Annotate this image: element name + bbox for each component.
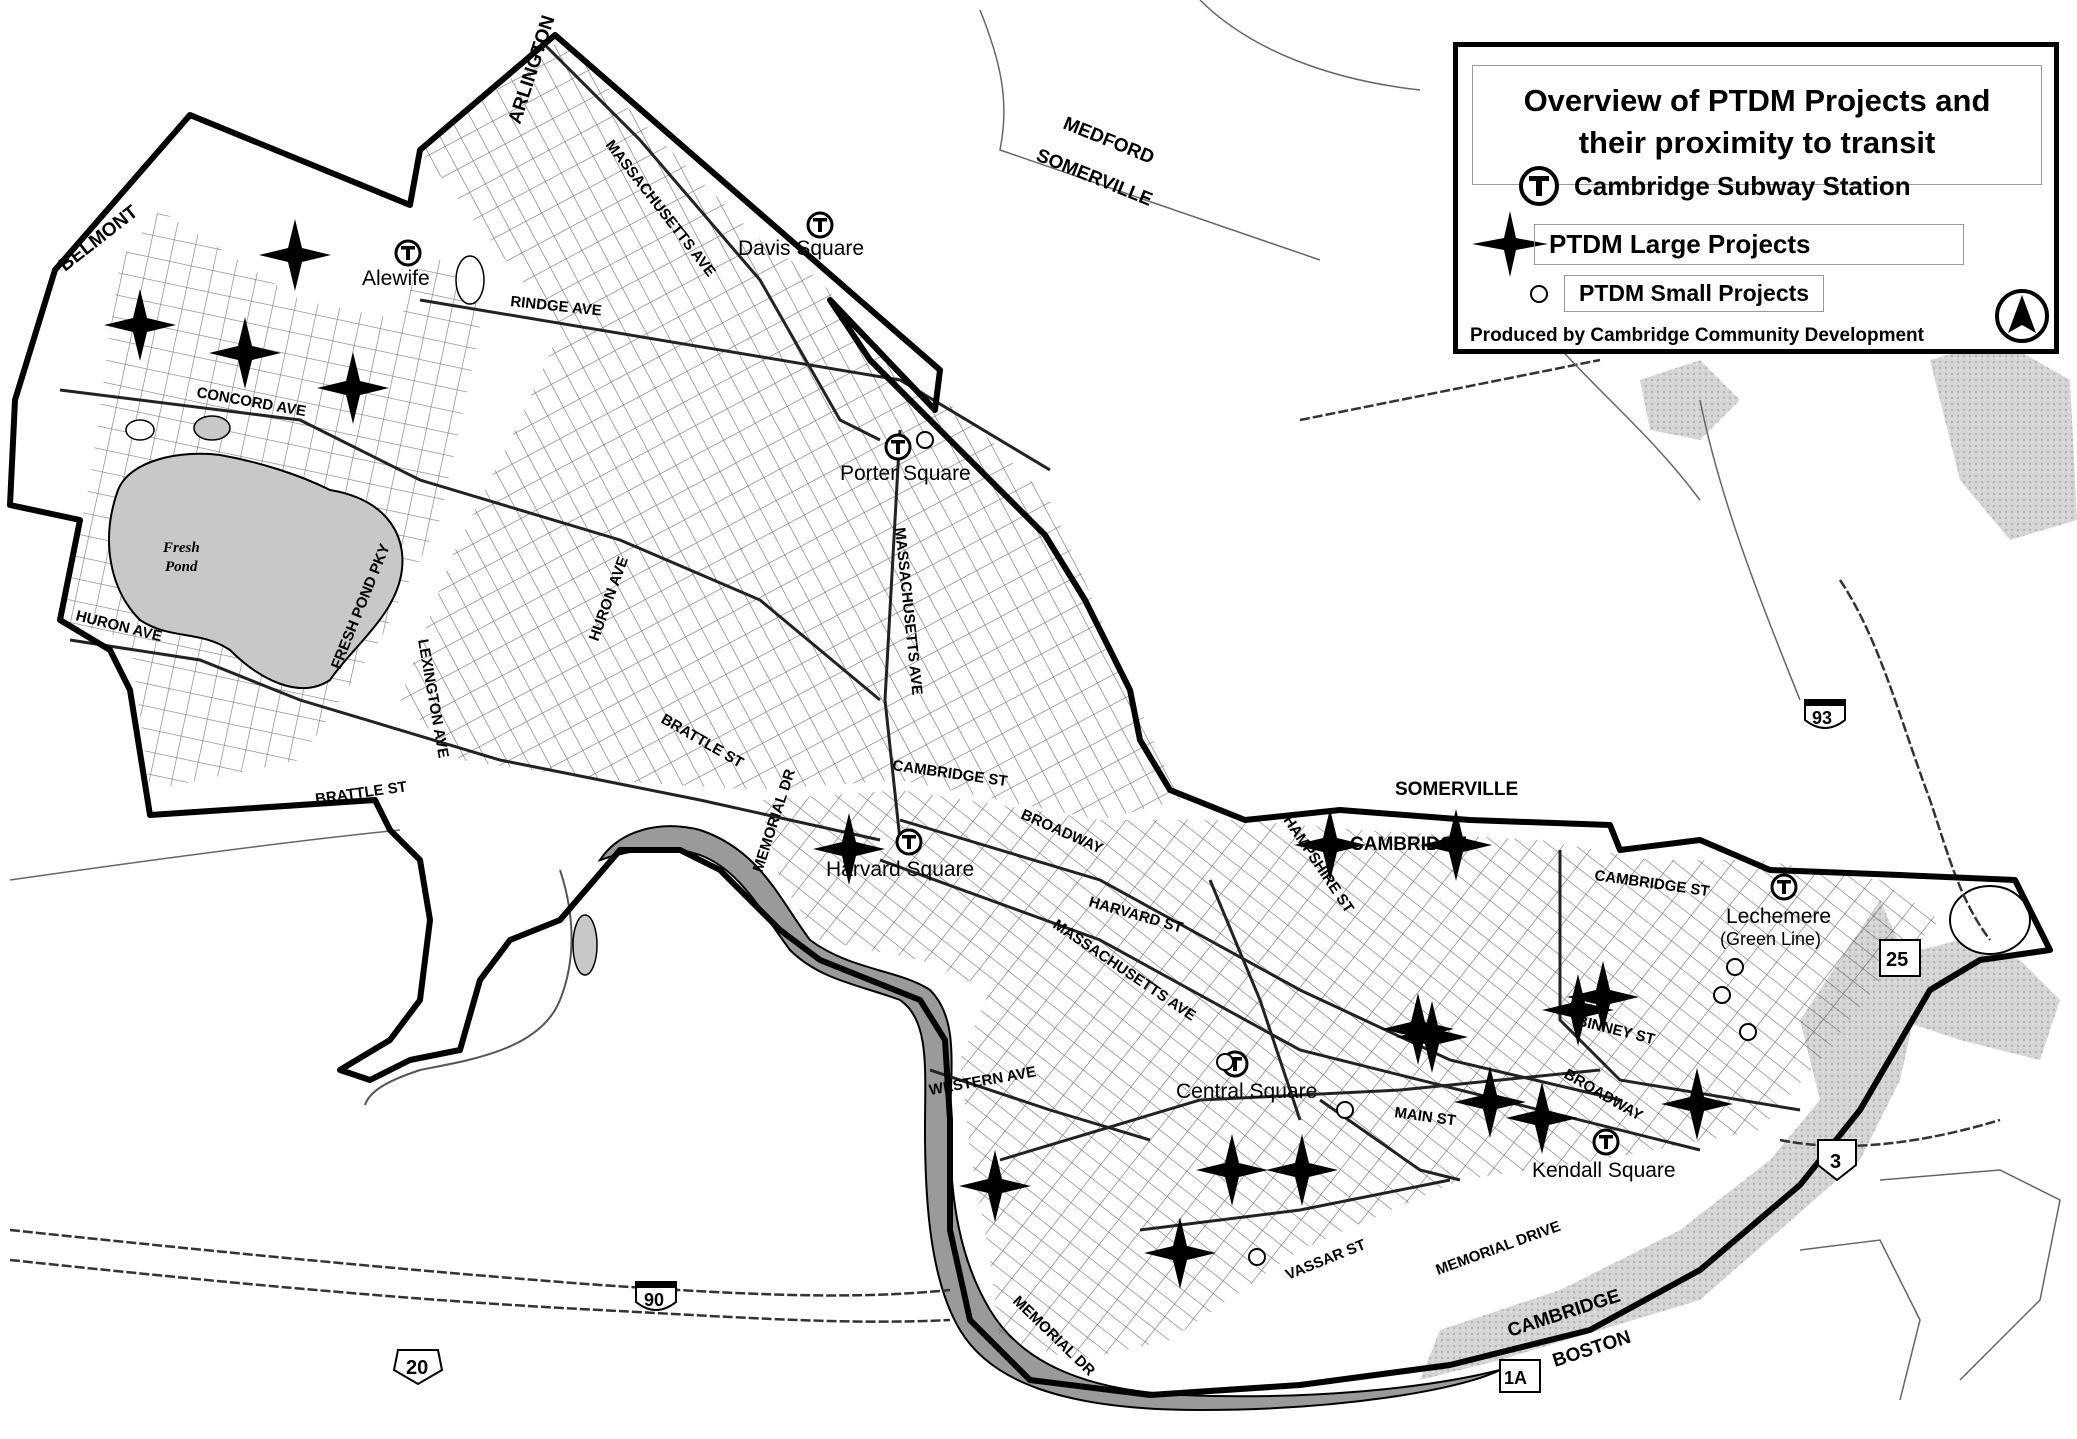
- station-label-porter: Porter Square: [840, 462, 971, 485]
- svg-text:20: 20: [406, 1357, 428, 1379]
- large-project-star-8: [1396, 1001, 1468, 1073]
- small-project-circle-6: [1216, 1053, 1234, 1071]
- large-project-star-0: [259, 219, 331, 291]
- legend-large-label: PTDM Large Projects: [1534, 223, 1964, 265]
- legend-title-line2: their proximity to transit: [1578, 125, 1936, 160]
- station-label-alewife: Alewife: [362, 267, 430, 290]
- large-project-star-5: [1294, 809, 1366, 881]
- large-project-star-7: [1382, 993, 1454, 1065]
- legend-title-line1: Overview of PTDM Projects and: [1523, 83, 1991, 118]
- small-project-circle-5: [1248, 1248, 1266, 1266]
- legend-subway-label: Cambridge Subway Station: [1574, 170, 1911, 201]
- large-project-star-15: [1266, 1134, 1338, 1206]
- large-project-star-6: [1420, 809, 1492, 881]
- major-roads: [59, 38, 1801, 1232]
- subway-station-1: [806, 211, 834, 239]
- shield-rt25: 25: [1879, 939, 1921, 977]
- shield-i93: 93: [1804, 699, 1846, 729]
- shield-rt3: 3: [1817, 1139, 1857, 1182]
- street-memorial-drive: MEMORIAL DRIVE: [1434, 1218, 1563, 1279]
- large-project-star-4: [813, 813, 885, 885]
- small-project-circle-2: [1726, 958, 1744, 976]
- small-project-circle-3: [1713, 986, 1731, 1004]
- large-project-star-3: [317, 352, 389, 424]
- north-arrow-icon: [1993, 287, 2051, 350]
- river-bank: [364, 869, 573, 1106]
- small-project-circle-4: [1739, 1023, 1757, 1041]
- station-label-lechemere: Lechemere: [1726, 905, 1831, 928]
- legend-large-row: PTDM Large Projects: [1470, 209, 1964, 279]
- legend-subway-row: Cambridge Subway Station: [1518, 165, 1911, 207]
- large-project-star-2: [209, 317, 281, 389]
- large-project-star-12: [1506, 1082, 1578, 1154]
- svg-text:3: 3: [1830, 1151, 1841, 1173]
- city-boundary: [7, 32, 2053, 1398]
- svg-text:25: 25: [1886, 949, 1908, 971]
- subway-station-5: [1592, 1128, 1620, 1156]
- station-label-central: Central Square: [1176, 1080, 1317, 1103]
- legend-credit: Produced by Cambridge Community Developm…: [1470, 325, 1924, 346]
- svg-text:1A: 1A: [1504, 1368, 1527, 1388]
- large-project-star-17: [1144, 1217, 1216, 1289]
- large-project-star-10: [1567, 961, 1639, 1033]
- large-project-star-13: [1661, 1068, 1733, 1140]
- station-label-lechemere-2: (Green Line): [1720, 929, 1821, 949]
- small-project-circle-icon: [1530, 284, 1548, 303]
- map-legend: Overview of PTDM Projects and their prox…: [1453, 42, 2059, 354]
- ptdm-small-projects: [916, 431, 1757, 1266]
- legend-small-row: PTDM Small Projects: [1528, 275, 1825, 312]
- route-shields: 90 93 20 3 25 1A: [392, 699, 1921, 1393]
- station-label-harvard: Harvard Square: [826, 858, 974, 881]
- large-project-star-14: [1196, 1134, 1268, 1206]
- fresh-pond-label-2: Pond: [165, 559, 198, 575]
- subway-station-2: [884, 433, 912, 461]
- highways: [9, 358, 2001, 1323]
- subway-t-icon: [1519, 166, 1559, 206]
- town-cambridge-east: CAMBRIDGE: [1350, 834, 1467, 855]
- station-labels: Alewife Davis Square Porter Square Harva…: [362, 237, 1831, 1182]
- town-somerville-east: SOMERVILLE: [1395, 779, 1518, 800]
- large-project-star-11: [1454, 1066, 1526, 1138]
- ponds: [108, 255, 2031, 976]
- station-label-kendall: Kendall Square: [1532, 1159, 1676, 1182]
- large-project-star-1: [104, 289, 176, 361]
- subway-station-0: [394, 239, 422, 267]
- legend-title: Overview of PTDM Projects and their prox…: [1472, 65, 2042, 185]
- station-label-davis: Davis Square: [738, 237, 864, 260]
- subway-station-3: [895, 828, 923, 856]
- large-project-star-16: [959, 1150, 1031, 1222]
- svg-text:90: 90: [644, 1290, 664, 1310]
- small-project-circle-0: [916, 431, 934, 449]
- small-project-circle-1: [1336, 1101, 1354, 1119]
- shield-us20: 20: [392, 1349, 444, 1386]
- subway-station-6: [1770, 873, 1798, 901]
- shield-rt1a: 1A: [1499, 1359, 1541, 1393]
- street-network: [60, 40, 1940, 1360]
- svg-text:93: 93: [1812, 708, 1832, 728]
- large-project-star-9: [1542, 974, 1614, 1046]
- large-project-star-icon: [1472, 211, 1548, 277]
- legend-small-label: PTDM Small Projects: [1564, 275, 1825, 312]
- fresh-pond: [108, 452, 404, 689]
- ptdm-large-projects: [104, 219, 1733, 1289]
- shield-i90: 90: [635, 1281, 677, 1311]
- fresh-pond-label-1: Fresh: [162, 540, 200, 556]
